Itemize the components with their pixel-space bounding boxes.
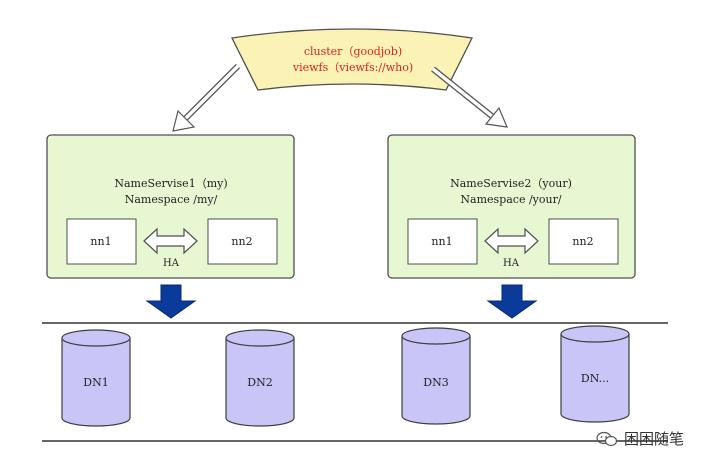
- wechat-icon: [596, 431, 618, 446]
- watermark-text: 困困随笔: [623, 430, 684, 448]
- datanode-1-top: [61, 329, 131, 347]
- arrow-to-ns1: [172, 63, 241, 132]
- datanode-1-body: [61, 338, 131, 427]
- datanode-3-label: DN3: [423, 376, 448, 389]
- ns2-nn2-label: nn2: [572, 235, 593, 248]
- ns1-nn2-label: nn2: [231, 235, 252, 248]
- datanode-2-body: [225, 338, 295, 427]
- datanode-4-top: [560, 325, 630, 343]
- datanode-3-body: [401, 336, 471, 425]
- nameservice-2-namespace: Namespace /your/: [460, 193, 561, 206]
- datanode-4: DN...: [560, 325, 630, 423]
- ns2-nn2-box: [548, 218, 619, 265]
- datanode-2-label: DN2: [247, 376, 272, 389]
- ns1-nn1-label: nn1: [90, 235, 111, 248]
- ns1-nn2-box: [207, 218, 278, 265]
- watermark: 困困随笔: [596, 428, 684, 449]
- ns2-nn1-label: nn1: [431, 235, 452, 248]
- ns1-ha-arrow: [143, 227, 198, 255]
- cluster-shape: [231, 28, 473, 91]
- nameservice-1-title: NameServise1（my): [114, 177, 227, 190]
- cluster-line2: viewfs（viewfs://who): [292, 61, 413, 74]
- datanode-1: DN1: [61, 329, 131, 427]
- nameservice-2-title: NameServise2（your): [450, 177, 572, 190]
- datanode-1-label: DN1: [83, 376, 108, 389]
- datanode-3-top: [401, 327, 471, 345]
- datanode-2: DN2: [225, 329, 295, 427]
- cluster-banner: cluster（goodjob) viewfs（viewfs://who): [231, 28, 473, 91]
- cluster-line1: cluster（goodjob): [304, 45, 402, 58]
- ns2-ha-label: HA: [503, 258, 520, 269]
- datanode-4-label: DN...: [581, 372, 609, 385]
- datanode-4-body: [560, 334, 630, 423]
- nameservice-1: NameServise1（my) Namespace /my/ nn1 nn2 …: [46, 134, 295, 279]
- down-arrow-ns1: [145, 284, 197, 319]
- ns1-nn1-box: [66, 218, 137, 265]
- datanode-2-top: [225, 329, 295, 347]
- ns2-nn1-box: [407, 218, 478, 265]
- down-arrow-ns2: [486, 284, 538, 319]
- nameservice-1-namespace: Namespace /my/: [125, 193, 218, 206]
- nameservice-2: NameServise2（your) Namespace /your/ nn1 …: [387, 134, 636, 279]
- arrow-to-ns2: [431, 66, 508, 128]
- datanode-3: DN3: [401, 327, 471, 425]
- ns2-ha-arrow: [484, 227, 539, 255]
- ns1-ha-label: HA: [163, 258, 180, 269]
